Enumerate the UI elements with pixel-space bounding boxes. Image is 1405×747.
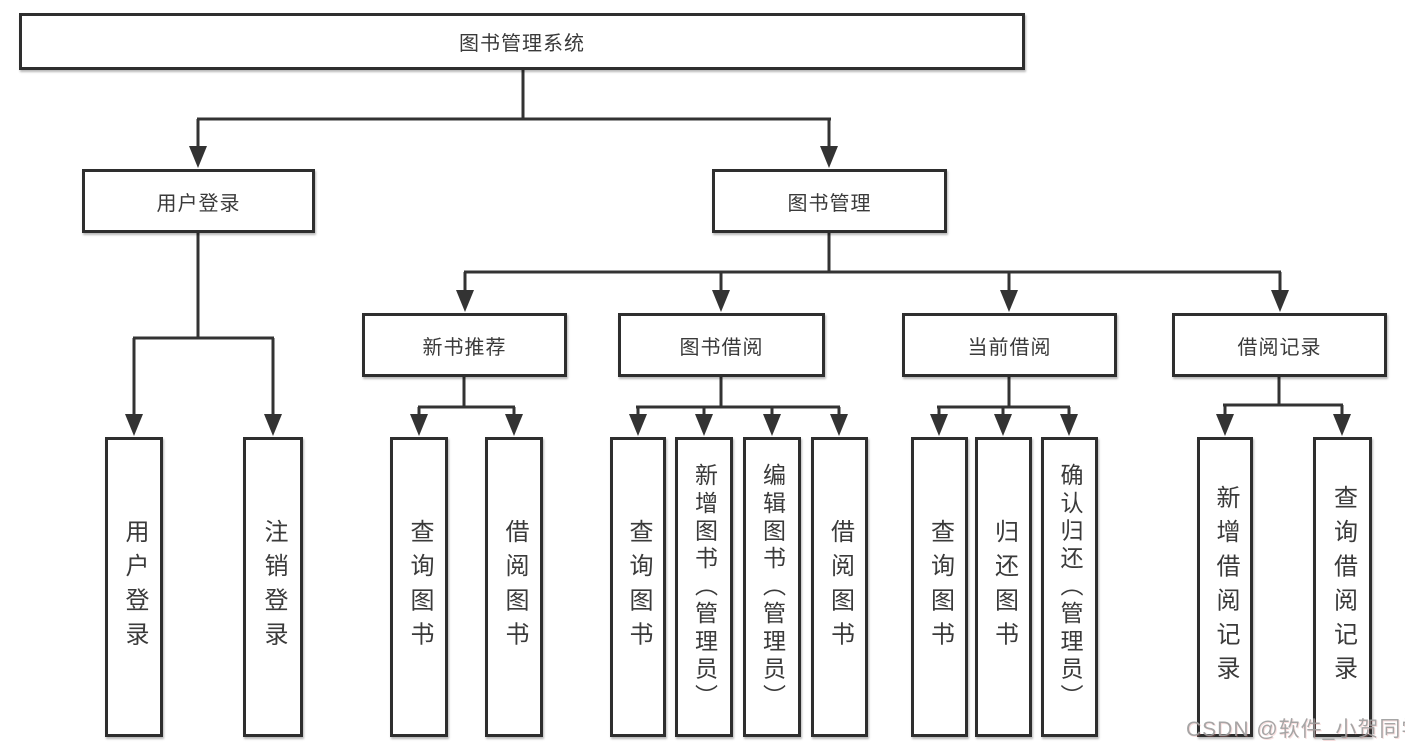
node-label: 图书借阅 (679, 336, 764, 359)
leaf-query-books-recommend: 查询图书 (390, 437, 448, 737)
leaf-label: 注销登录 (260, 518, 287, 656)
leaf-label: 新增图书（管理员） (691, 462, 718, 712)
leaf-borrow-books-borrowing: 借阅图书 (811, 437, 868, 737)
node-user-login: 用户登录 (82, 169, 315, 233)
leaf-label: 查询图书 (926, 518, 954, 656)
leaf-label: 借阅图书 (826, 518, 854, 656)
node-current-borrowing: 当前借阅 (902, 313, 1117, 377)
leaf-query-borrow-record: 查询借阅记录 (1313, 437, 1372, 737)
node-label: 借阅记录 (1237, 336, 1322, 359)
leaf-label: 查询借阅记录 (1329, 484, 1357, 690)
node-new-book-recommendation: 新书推荐 (362, 313, 567, 377)
leaf-label: 查询图书 (625, 518, 652, 656)
node-book-borrowing: 图书借阅 (618, 313, 825, 377)
leaf-label: 查询图书 (406, 518, 433, 656)
leaf-label: 编辑图书（管理员） (759, 462, 786, 712)
node-label: 图书管理系统 (459, 33, 585, 55)
node-book-management: 图书管理 (712, 169, 947, 233)
node-borrowing-records: 借阅记录 (1172, 313, 1387, 377)
node-library-management-system: 图书管理系统 (19, 13, 1025, 70)
leaf-label: 归还图书 (990, 518, 1018, 656)
node-label: 图书管理 (787, 192, 872, 215)
leaf-return-books: 归还图书 (975, 437, 1032, 737)
leaf-logout: 注销登录 (243, 437, 303, 737)
leaf-label: 用户登录 (121, 518, 148, 656)
leaf-query-books-current: 查询图书 (911, 437, 968, 737)
node-label: 用户登录 (156, 192, 241, 215)
leaf-borrow-books-recommend: 借阅图书 (485, 437, 543, 737)
leaf-label: 确认归还（管理员） (1057, 462, 1083, 712)
leaf-edit-books-admin: 编辑图书（管理员） (743, 437, 801, 737)
leaf-add-borrow-record: 新增借阅记录 (1197, 437, 1253, 737)
node-label: 当前借阅 (967, 336, 1052, 359)
leaf-label: 新增借阅记录 (1212, 484, 1239, 690)
leaf-user-login: 用户登录 (105, 437, 163, 737)
leaf-label: 借阅图书 (501, 518, 528, 656)
leaf-query-books-borrowing: 查询图书 (610, 437, 666, 737)
node-label: 新书推荐 (422, 336, 507, 359)
leaf-confirm-return-admin: 确认归还（管理员） (1041, 437, 1098, 737)
csdn-watermark: CSDN @软件_小贺同学 (1186, 718, 1405, 741)
leaf-add-books-admin: 新增图书（管理员） (675, 437, 733, 737)
